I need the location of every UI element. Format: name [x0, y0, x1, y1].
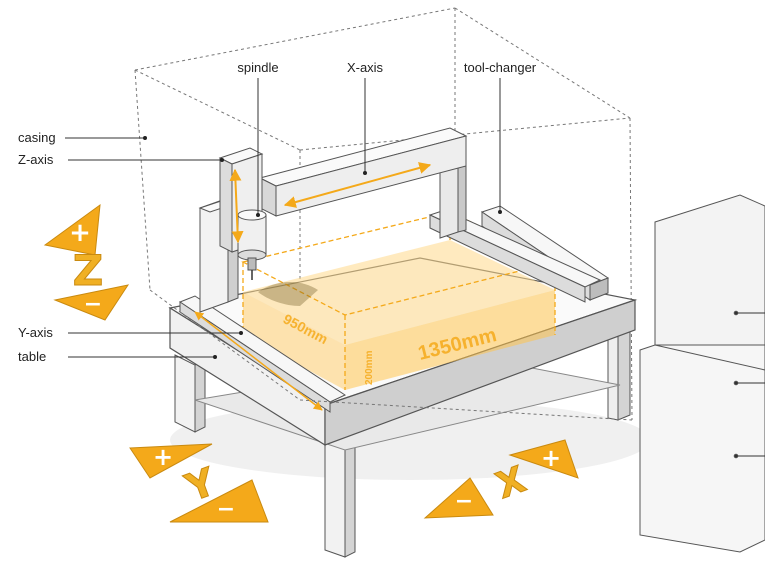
gantry-shadow [258, 281, 318, 306]
y-minus-triangle [169, 479, 269, 523]
control-cabinet [639, 194, 765, 553]
z-axis-marker: + Z − [43, 203, 130, 321]
z-plus-triangle [43, 203, 101, 256]
label-table: table [18, 349, 46, 364]
x-minus-sign: − [455, 489, 473, 514]
x-axis-arrow [283, 162, 432, 208]
leader-dots [143, 136, 502, 359]
x-plus-sign: + [541, 444, 561, 472]
label-casing: casing [18, 130, 56, 145]
label-x-axis: X-axis [347, 60, 384, 75]
z-minus-triangle [53, 284, 130, 321]
leader-lines [65, 78, 501, 358]
x-plus-triangle [508, 439, 579, 479]
casing-front-edges [149, 289, 633, 421]
y-axis-marker: + Y − [129, 443, 269, 523]
height-dimension: 200mm [364, 350, 375, 385]
x-axis-marker: − X + [423, 439, 579, 519]
y-axis-arrow [194, 311, 323, 411]
z-minus-sign: − [84, 292, 102, 317]
spindle-body [237, 209, 267, 280]
label-y-axis: Y-axis [18, 325, 53, 340]
label-tool-changer: tool-changer [464, 60, 537, 75]
label-z-axis: Z-axis [18, 152, 54, 167]
y-minus-sign: − [217, 497, 235, 522]
y-plus-triangle [129, 443, 213, 479]
z-axis-letter: Z [73, 246, 103, 295]
z-axis-arrow [229, 168, 244, 244]
x-minus-triangle [423, 477, 494, 519]
y-plus-sign: + [153, 443, 173, 471]
z-plus-sign: + [69, 218, 91, 248]
label-spindle: spindle [237, 60, 278, 75]
